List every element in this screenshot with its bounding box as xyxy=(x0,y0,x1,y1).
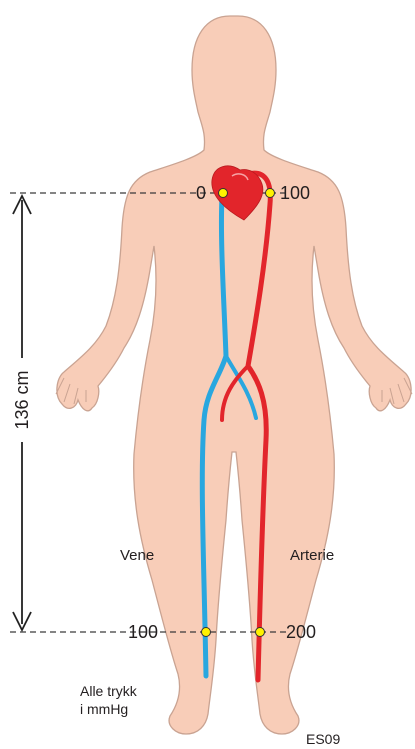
units-note-line2: i mmHg xyxy=(80,701,128,717)
units-note-line1: Alle trykk xyxy=(80,683,138,699)
heart-vein-marker xyxy=(219,189,228,198)
heart-right-value: 100 xyxy=(280,183,310,203)
foot-artery-marker xyxy=(256,628,265,637)
figure-code: ES09 xyxy=(306,731,340,747)
foot-vein-value: 100 xyxy=(128,622,158,642)
vein-label: Vene xyxy=(120,547,154,564)
foot-vein-marker xyxy=(202,628,211,637)
heart-artery-marker xyxy=(266,189,275,198)
artery-label: Arterie xyxy=(290,547,334,564)
foot-artery-value: 200 xyxy=(286,622,316,642)
height-label: 136 cm xyxy=(12,370,32,429)
body-outline xyxy=(57,16,411,734)
body-silhouette xyxy=(56,16,412,734)
heart-left-value: 0 xyxy=(196,183,206,203)
